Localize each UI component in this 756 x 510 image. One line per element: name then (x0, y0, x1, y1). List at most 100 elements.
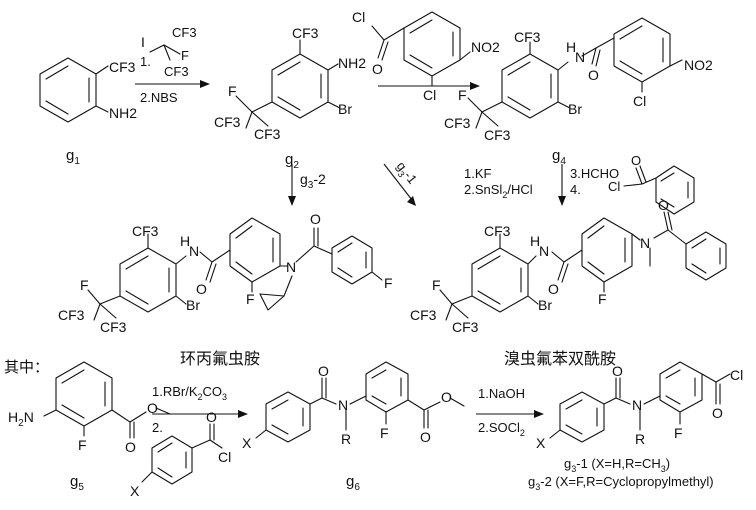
g3-o-amide: O (612, 363, 623, 379)
g1-nh2: NH2 (109, 105, 137, 121)
g6-o-amide: O (318, 363, 329, 379)
broflanilide-o1: O (548, 281, 559, 297)
g6-r: R (341, 431, 351, 447)
reagent-cf3-a: CF3 (172, 25, 197, 40)
cyclaniliprole-n2: N (286, 259, 296, 275)
reagent-iodine: I (141, 34, 145, 50)
reagent-alkylation: 1.RBr/K2CO3 2. (152, 384, 248, 435)
cyclaniliprole-name: 环丙氟虫胺 (180, 349, 260, 368)
reagent-naoh: 1.NaOH (478, 386, 525, 401)
g6-x: X (242, 435, 252, 451)
qizhong-note: 其中： (4, 358, 49, 376)
g4-o: O (588, 67, 599, 83)
broflanilide-nh-h: H (530, 233, 540, 249)
acid-chloride-o: O (372, 61, 383, 77)
broflanilide-br: Br (538, 297, 552, 313)
g2-br: Br (338, 101, 352, 117)
g3-r: R (635, 431, 645, 447)
x-benzoyl-o: O (206, 409, 217, 425)
broflanilide-f: F (432, 277, 441, 293)
cyclaniliprole-aryl-f: F (384, 275, 393, 291)
g1-label: g1 (66, 147, 80, 167)
g5-o-carbonyl: O (125, 439, 136, 455)
compound-g2: CF3 NH2 Br F CF3 CF3 g2 (214, 25, 366, 171)
arrow-g2-to-broflanilide (383, 163, 413, 201)
compound-benzoyl-chloride: O Cl (608, 153, 695, 215)
broflanilide-name: 溴虫氟苯双酰胺 (504, 349, 616, 368)
cyclaniliprole-cf3-top: CF3 (132, 223, 159, 239)
broflanilide-o2: O (658, 197, 669, 213)
compound-g6: X O N R F O O g6 (242, 361, 465, 493)
g5-h2n: H2N (8, 409, 34, 429)
reagent-hcho: 3.HCHO (570, 166, 619, 181)
compound-cyclaniliprole: CF3 H N O F N O F Br F CF3 CF3 环丙氟虫胺 (58, 211, 393, 368)
broflanilide-nh-n: N (539, 243, 549, 259)
g3-cl: Cl (730, 367, 743, 383)
broflanilide-cf3-right: CF3 (452, 319, 479, 335)
cyclaniliprole-o1: O (196, 281, 207, 297)
benzoyl-chloride-o: O (631, 153, 641, 168)
g1-cf3: CF3 (109, 59, 136, 75)
g4-no2: NO2 (684, 57, 713, 73)
reagent-step1-nbs: 2.NBS (140, 90, 178, 105)
x-benzoyl-x: X (130, 483, 140, 499)
g3-n: N (632, 397, 642, 413)
g2-cf3-top: CF3 (292, 25, 319, 41)
broflanilide-n2: N (640, 235, 650, 251)
compound-acid-chloride: Cl O Cl NO2 (352, 9, 500, 103)
acid-chloride-cl: Cl (352, 9, 365, 25)
g2-f: F (228, 83, 237, 99)
g4-cf3-right: CF3 (484, 127, 511, 143)
cyclaniliprole-f: F (80, 277, 89, 293)
g4-br: Br (568, 101, 582, 117)
route-g3-2-label: g3-2 (300, 171, 326, 191)
g4-f: F (458, 87, 467, 103)
acid-chloride-no2: NO2 (471, 39, 500, 55)
broflanilide-cf3-left: CF3 (410, 307, 437, 323)
reagent-socl2: 2.SOCl2 (478, 420, 525, 438)
compound-g3: X O N R F O Cl (536, 361, 743, 451)
g2-cf3-left: CF3 (214, 114, 241, 130)
cyclaniliprole-ring-f: F (246, 291, 255, 307)
reagent-sncl: 2.SnSl2/HCl (464, 182, 533, 200)
acid-chloride-ring-cl: Cl (423, 87, 436, 103)
g5-f: F (78, 437, 87, 453)
g3-1-definition: g3-1 (X=H,R=CH3) (564, 456, 670, 474)
g4-nh-n: N (575, 49, 585, 65)
g5-o-ester: O (147, 400, 158, 416)
g2-nh2: NH2 (338, 55, 366, 71)
compound-g4: CF3 H N O Cl NO2 Br F CF3 CF3 g4 (444, 17, 713, 167)
cyclaniliprole-cf3-right: CF3 (100, 319, 127, 335)
g4-nh-h: H (566, 39, 576, 55)
compound-x-benzoyl-chloride: X O Cl (130, 409, 231, 499)
compound-broflanilide: CF3 H N O F N O Br F CF3 CF3 溴虫氟苯双酰胺 (410, 197, 727, 368)
reagent-step1-n1: 1. (140, 54, 151, 69)
g2-cf3-right: CF3 (254, 126, 281, 142)
benzoyl-chloride-cl: Cl (608, 179, 620, 194)
reagent-cf3-b: CF3 (164, 64, 189, 79)
broflanilide-cf3-top: CF3 (484, 223, 511, 239)
route-arrows: g3-2 g3-1 1.KF 2.SnSl2/HCl 3.HCHO 4. (288, 159, 619, 206)
g6-f: F (380, 425, 389, 441)
reagent-f: F (181, 48, 189, 63)
reagent-kf: 1.KF (464, 166, 492, 181)
g3-x: X (536, 435, 546, 451)
g6-o-carbonyl: O (420, 429, 431, 445)
cyclaniliprole-cf3-left: CF3 (58, 307, 85, 323)
g3-f: F (674, 425, 683, 441)
broflanilide-ring-f: F (598, 291, 607, 307)
g6-n: N (338, 397, 348, 413)
reagent-step2: 2. (152, 420, 163, 435)
g4-cl: Cl (633, 93, 646, 109)
reagent-hydrolysis: 1.NaOH 2.SOCl2 (476, 386, 544, 438)
route-g3-1-label: g3-1 (391, 159, 420, 189)
g6-o-ester: O (441, 389, 452, 405)
x-benzoyl-cl: Cl (218, 449, 231, 465)
reagent-step4: 4. (570, 182, 581, 197)
g5-label: g5 (70, 473, 84, 493)
cyclaniliprole-nh-n: N (189, 243, 199, 259)
reagent-step1: I CF3 F CF3 1. 2.NBS (135, 25, 210, 105)
reagent-rbr: 1.RBr/K2CO3 (152, 384, 227, 402)
g3-2-definition: g3-2 (X=F,R=Cyclopropylmethyl) (528, 474, 714, 492)
